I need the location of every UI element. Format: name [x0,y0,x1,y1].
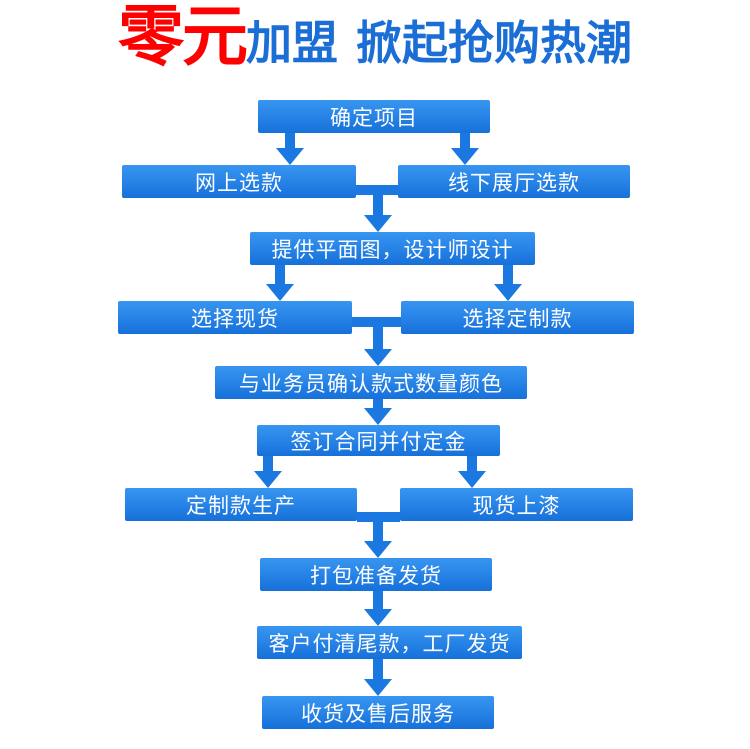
arrow-contract-to-painting [458,456,486,488]
title-part-1: 加盟 [246,16,338,70]
step-confirm-details: 与业务员确认款式数量颜色 [215,366,527,399]
arrow-design-to-custom [494,265,522,301]
step-label: 打包准备发货 [310,563,442,588]
arrow-details-to-contract [364,399,392,425]
step-after-sales: 收货及售后服务 [262,696,494,729]
step-sign-contract: 签订合同并付定金 [257,425,500,456]
arrow-contract-to-production [254,456,282,488]
step-label: 签订合同并付定金 [290,429,467,454]
arrow-choice-to-confirm-details [364,317,392,366]
step-label: 定制款生产 [186,493,296,518]
arrow-production-to-packing [364,512,392,558]
step-choose-custom: 选择定制款 [401,301,634,334]
step-label: 选择定制款 [462,306,573,331]
arrow-selection-to-design [364,185,392,232]
step-online-selection: 网上选款 [122,165,356,198]
step-custom-production: 定制款生产 [125,488,357,521]
arrow-payment-to-after-sales [364,659,392,696]
step-label: 选择现货 [191,306,279,331]
step-floor-plan-design: 提供平面图，设计师设计 [250,232,535,265]
step-packing: 打包准备发货 [260,558,492,591]
step-label: 收货及售后服务 [301,701,455,726]
arrow-packing-to-payment [364,591,392,626]
step-label: 线下展厅选款 [448,170,580,195]
arrow-confirm-to-showroom [451,133,479,165]
arrow-confirm-to-online [276,133,304,165]
step-confirm-project: 确定项目 [258,100,490,133]
title-highlight: 零元 [118,0,248,75]
arrow-design-to-stock [266,265,294,301]
step-label: 客户付清尾款，工厂发货 [268,631,511,656]
step-label: 网上选款 [195,170,283,195]
page-title: 零元 加盟 掀起抢购热潮 [0,4,750,76]
step-label: 确定项目 [330,105,418,130]
step-label: 提供平面图，设计师设计 [271,237,514,262]
step-choose-stock: 选择现货 [118,301,352,334]
step-label: 与业务员确认款式数量颜色 [239,371,503,396]
title-part-2: 掀起抢购热潮 [356,16,632,70]
step-showroom-selection: 线下展厅选款 [398,165,630,198]
step-stock-painting: 现货上漆 [400,488,633,521]
step-final-payment-shipping: 客户付清尾款，工厂发货 [257,626,522,659]
step-label: 现货上漆 [472,493,561,518]
